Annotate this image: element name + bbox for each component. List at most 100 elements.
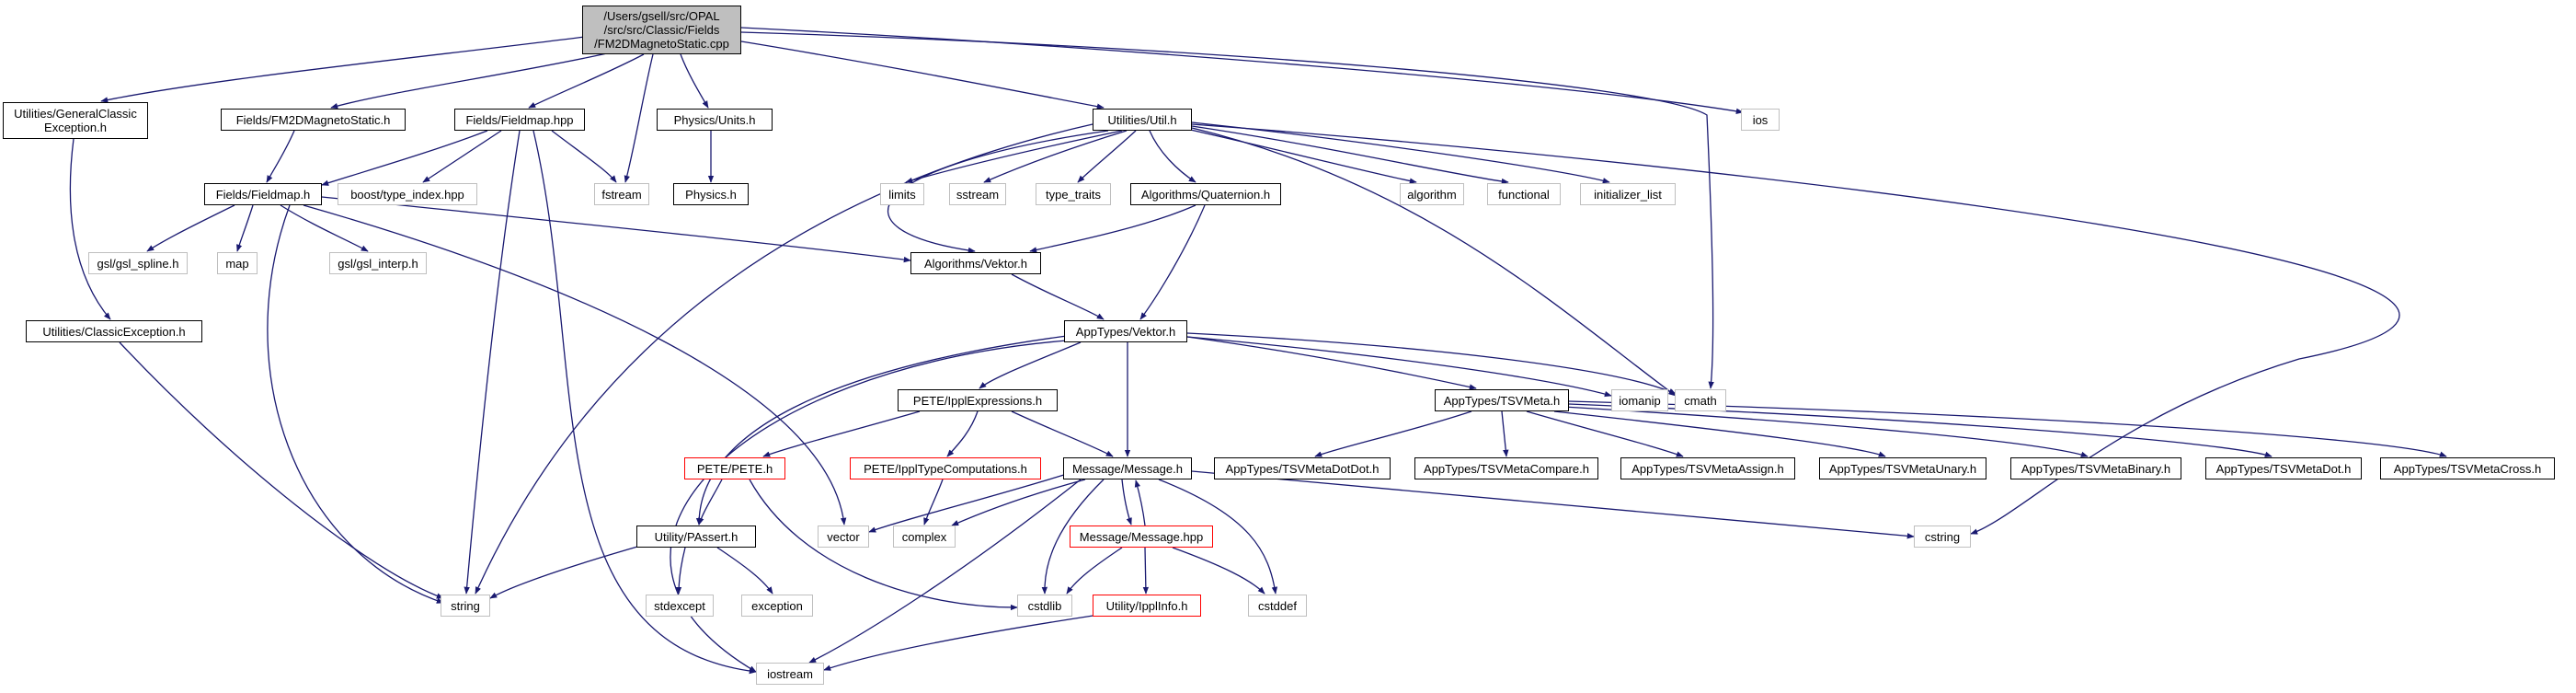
edge-message-hpp-message-h bbox=[1134, 479, 1146, 526]
edge-fm2d-h-fieldmap-h bbox=[266, 130, 295, 183]
node-utility-ippl-info-h[interactable]: Utility/IpplInfo.h bbox=[1093, 595, 1201, 617]
node-type-traits: type_traits bbox=[1036, 183, 1111, 205]
node-initializer-list: initializer_list bbox=[1580, 183, 1676, 205]
node-tsvmeta-cross-h[interactable]: AppTypes/TSVMetaCross.h bbox=[2380, 457, 2555, 479]
node-fm2dmagnetostatic-h[interactable]: Fields/FM2DMagnetoStatic.h bbox=[221, 109, 406, 131]
node-exception: exception bbox=[741, 595, 813, 617]
edge-util-h-functional bbox=[1191, 125, 1509, 185]
edge-util-h-string bbox=[475, 123, 1093, 595]
node-utilities-util-h[interactable]: Utilities/Util.h bbox=[1093, 109, 1192, 131]
node-sstream: sstream bbox=[949, 183, 1006, 205]
edge-ippl-type-computations-complex bbox=[923, 479, 944, 526]
node-physics-h[interactable]: Physics.h bbox=[673, 183, 749, 205]
edge-ippl-expressions-ippl-type-computations bbox=[946, 410, 979, 457]
edge-message-hpp-cstddef bbox=[1172, 547, 1265, 595]
node-fieldmap-h[interactable]: Fields/Fieldmap.h bbox=[204, 183, 322, 205]
node-message-message-hpp[interactable]: Message/Message.hpp bbox=[1070, 526, 1213, 548]
node-pete-ippl-expressions-h[interactable]: PETE/IpplExpressions.h bbox=[898, 389, 1058, 411]
edge-apptypes-vektor-tsv-meta bbox=[1186, 336, 1477, 390]
edge-fieldmap-hpp-boost-type-index bbox=[422, 130, 502, 183]
node-fstream: fstream bbox=[594, 183, 649, 205]
edge-passert-stdexcept bbox=[675, 547, 686, 595]
edge-message-hpp-ippl-info bbox=[1142, 547, 1150, 595]
edge-root-fstream bbox=[624, 53, 654, 183]
edge-algorithms-vektor-apptypes-vektor bbox=[1011, 273, 1105, 320]
node-tsvmeta-compare-h[interactable]: AppTypes/TSVMetaCompare.h bbox=[1414, 457, 1598, 479]
node-cstring: cstring bbox=[1914, 526, 1971, 548]
edge-fieldmap-h-map bbox=[236, 204, 254, 252]
edge-quaternion-h-apptypes-vektor bbox=[1139, 204, 1206, 320]
edge-fieldmap-hpp-iostream bbox=[532, 130, 757, 675]
node-fieldmap-hpp[interactable]: Fields/Fieldmap.hpp bbox=[454, 109, 585, 131]
edge-root-units-h bbox=[680, 53, 709, 109]
edge-fieldmap-h-gsl-spline bbox=[146, 204, 235, 252]
node-utility-passert-h[interactable]: Utility/PAssert.h bbox=[636, 526, 756, 548]
edge-fieldmap-hpp-string bbox=[464, 130, 521, 595]
node-stdexcept: stdexcept bbox=[646, 595, 714, 617]
edge-fieldmap-hpp-fstream bbox=[551, 130, 617, 183]
edge-apptypes-vektor-passert bbox=[695, 335, 1068, 526]
node-tsvmeta-dotdot-h[interactable]: AppTypes/TSVMetaDotDot.h bbox=[1214, 457, 1391, 479]
edge-root-general-classic-exception bbox=[100, 36, 586, 103]
edge-root-cmath bbox=[740, 31, 1714, 389]
node-physics-units-h[interactable]: Physics/Units.h bbox=[657, 109, 773, 131]
edge-fieldmap-h-gsl-interp bbox=[280, 204, 369, 252]
edge-general-classic-exception-classic-exception bbox=[69, 138, 111, 320]
node-iostream: iostream bbox=[756, 663, 824, 685]
edge-fieldmap-h-vector bbox=[303, 204, 847, 526]
edge-root-fieldmap-hpp bbox=[528, 53, 645, 109]
node-tsvmeta-unary-h[interactable]: AppTypes/TSVMetaUnary.h bbox=[1819, 457, 1986, 479]
edge-util-h-algorithm bbox=[1185, 128, 1417, 184]
edge-ippl-expressions-pete-h bbox=[762, 410, 921, 457]
edge-message-h-complex bbox=[951, 479, 1086, 526]
edge-tsv-meta-dotdot bbox=[1314, 410, 1472, 457]
node-algorithms-quaternion-h[interactable]: Algorithms/Quaternion.h bbox=[1130, 183, 1281, 205]
edge-fieldmap-h-algorithms-vektor bbox=[321, 196, 911, 263]
node-algorithm: algorithm bbox=[1400, 183, 1464, 205]
edge-util-h-limits bbox=[905, 130, 1123, 184]
node-apptypes-tsvmeta-h[interactable]: AppTypes/TSVMeta.h bbox=[1435, 389, 1569, 411]
edge-classic-exception-string bbox=[119, 341, 444, 599]
node-cstddef: cstddef bbox=[1248, 595, 1307, 617]
edge-message-h-cstdlib bbox=[1041, 479, 1105, 595]
edge-util-h-sstream bbox=[983, 130, 1128, 183]
edge-fieldmap-h-string bbox=[267, 204, 444, 604]
node-algorithms-vektor-h[interactable]: Algorithms/Vektor.h bbox=[910, 252, 1041, 274]
node-tsvmeta-assign-h[interactable]: AppTypes/TSVMetaAssign.h bbox=[1620, 457, 1795, 479]
node-complex: complex bbox=[893, 526, 956, 548]
node-tsvmeta-binary-h[interactable]: AppTypes/TSVMetaBinary.h bbox=[2010, 457, 2181, 479]
edge-pete-h-passert bbox=[698, 479, 723, 526]
node-iomanip: iomanip bbox=[1611, 389, 1668, 411]
edge-tsv-meta-assign bbox=[1526, 410, 1684, 457]
node-general-classic-exception[interactable]: Utilities/GeneralClassic Exception.h bbox=[3, 102, 148, 139]
edge-message-h-message-hpp bbox=[1121, 479, 1132, 526]
edge-root-util-h bbox=[740, 40, 1105, 110]
node-limits: limits bbox=[880, 183, 924, 205]
node-vector: vector bbox=[818, 526, 869, 548]
node-gsl-spline: gsl/gsl_spline.h bbox=[88, 252, 188, 274]
node-pete-ippl-type-computations-h[interactable]: PETE/IpplTypeComputations.h bbox=[850, 457, 1041, 479]
node-functional: functional bbox=[1487, 183, 1561, 205]
edge-util-h-type-traits bbox=[1077, 130, 1137, 183]
edge-ippl-expressions-message-h bbox=[1011, 410, 1114, 457]
edge-apptypes-vektor-ippl-expressions bbox=[979, 341, 1082, 389]
dependency-edges bbox=[69, 27, 2447, 675]
node-boost-type-index: boost/type_index.hpp bbox=[338, 183, 477, 205]
node-tsvmeta-dot-h[interactable]: AppTypes/TSVMetaDot.h bbox=[2205, 457, 2362, 479]
node-root-fm2dmagnetostatic-cpp: /Users/gsell/src/OPAL /src/src/Classic/F… bbox=[582, 6, 741, 54]
edge-passert-exception bbox=[716, 547, 773, 595]
edge-apptypes-vektor-iomanip bbox=[1186, 336, 1612, 398]
edge-message-h-cstddef bbox=[1158, 479, 1278, 595]
node-pete-pete-h[interactable]: PETE/PETE.h bbox=[684, 457, 785, 479]
node-classic-exception-h[interactable]: Utilities/ClassicException.h bbox=[26, 320, 202, 342]
edge-util-h-quaternion-h bbox=[1149, 130, 1196, 183]
edge-util-h-cstring bbox=[1191, 123, 2400, 535]
node-message-message-h[interactable]: Message/Message.h bbox=[1063, 457, 1192, 479]
edge-message-hpp-cstdlib bbox=[1066, 547, 1123, 595]
edge-root-ios bbox=[740, 27, 1744, 114]
node-apptypes-vektor-h[interactable]: AppTypes/Vektor.h bbox=[1064, 320, 1187, 342]
edge-tsv-meta-cross bbox=[1568, 400, 2447, 457]
node-cstdlib: cstdlib bbox=[1017, 595, 1072, 617]
edge-apptypes-vektor-cmath bbox=[1186, 332, 1677, 395]
node-cmath: cmath bbox=[1675, 389, 1726, 411]
